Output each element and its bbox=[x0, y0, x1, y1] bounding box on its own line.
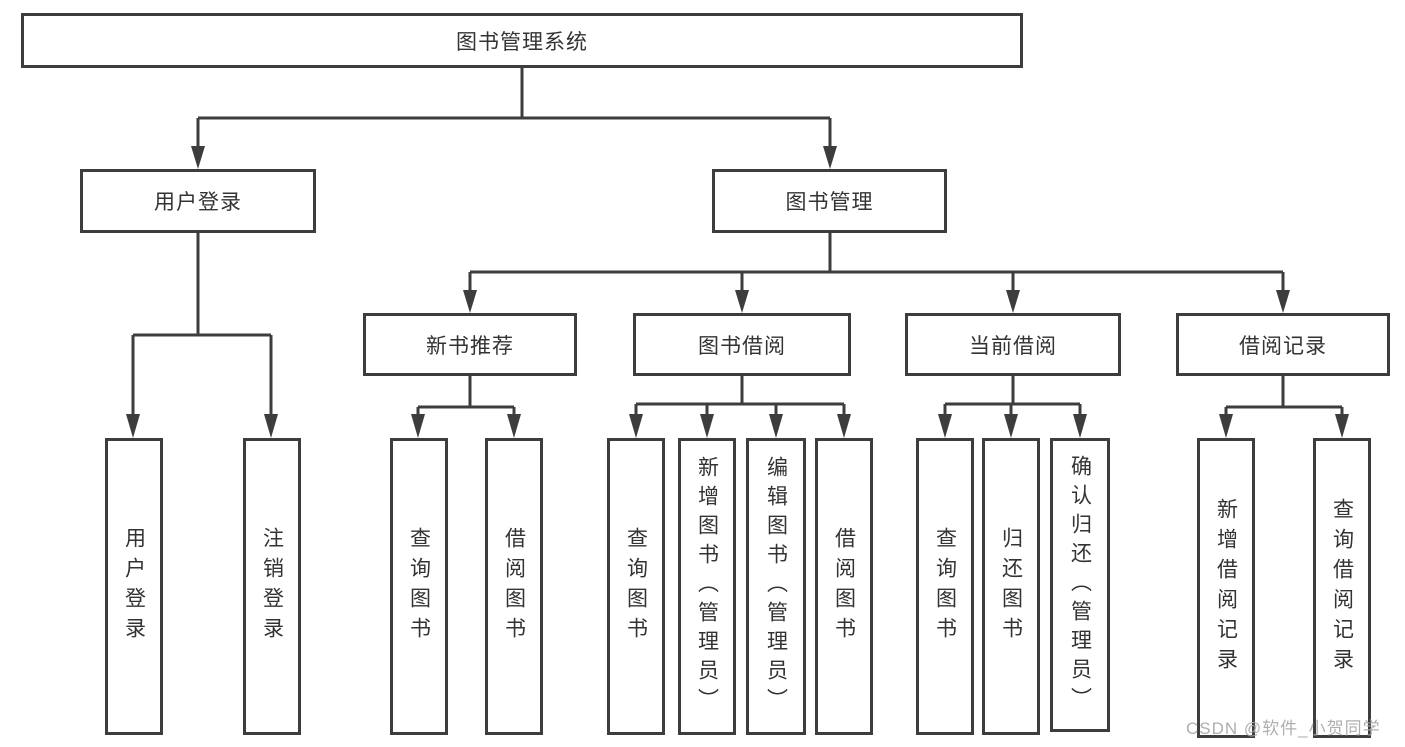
node-label: 图书借阅 bbox=[698, 334, 786, 358]
node-label: 归还图书 bbox=[999, 526, 1023, 647]
node-label: 编辑图书（管理员） bbox=[764, 456, 788, 717]
node-label: 查询图书 bbox=[933, 526, 957, 647]
node-label: 图书管理系统 bbox=[456, 30, 588, 54]
node-label: 查询图书 bbox=[407, 526, 431, 647]
leaf-add-books-admin: 新增图书（管理员） bbox=[678, 438, 736, 735]
connector-book-borrow bbox=[636, 376, 844, 406]
node-book-management: 图书管理 bbox=[712, 169, 947, 233]
connector-book-management bbox=[470, 233, 1283, 274]
node-new-book-recommend: 新书推荐 bbox=[363, 313, 577, 376]
node-label: 用户登录 bbox=[122, 526, 146, 647]
leaf-borrow-books: 借阅图书 bbox=[815, 438, 873, 735]
node-label: 查询图书 bbox=[624, 526, 648, 647]
node-label: 借阅图书 bbox=[502, 526, 526, 647]
node-book-borrow: 图书借阅 bbox=[633, 313, 851, 376]
leaf-edit-books-admin: 编辑图书（管理员） bbox=[746, 438, 806, 735]
node-label: 确认归还（管理员） bbox=[1068, 454, 1092, 716]
node-user-login: 用户登录 bbox=[80, 169, 316, 233]
connector-current-borrow bbox=[945, 376, 1080, 406]
leaf-query-books-recommend: 查询图书 bbox=[390, 438, 448, 735]
connector-new-books bbox=[418, 376, 514, 409]
node-label: 当前借阅 bbox=[969, 334, 1057, 358]
leaf-borrow-books-recommend: 借阅图书 bbox=[485, 438, 543, 735]
node-label: 注销登录 bbox=[260, 526, 284, 647]
node-current-borrow: 当前借阅 bbox=[905, 313, 1121, 376]
leaf-confirm-return-admin: 确认归还（管理员） bbox=[1050, 438, 1110, 732]
node-label: 借阅图书 bbox=[832, 526, 856, 647]
node-label: 查询借阅记录 bbox=[1330, 498, 1354, 678]
leaf-query-books-borrow: 查询图书 bbox=[607, 438, 665, 735]
node-label: 借阅记录 bbox=[1239, 334, 1327, 358]
node-label: 用户登录 bbox=[154, 191, 242, 214]
node-label: 图书管理 bbox=[785, 191, 874, 214]
leaf-user-login: 用户登录 bbox=[105, 438, 163, 735]
node-borrow-records: 借阅记录 bbox=[1176, 313, 1390, 376]
node-label: 新增借阅记录 bbox=[1214, 498, 1238, 678]
leaf-query-borrow-record: 查询借阅记录 bbox=[1313, 438, 1371, 738]
node-label: 新书推荐 bbox=[426, 334, 514, 358]
leaf-logout: 注销登录 bbox=[243, 438, 301, 735]
connector-root bbox=[198, 68, 830, 120]
leaf-add-borrow-record: 新增借阅记录 bbox=[1197, 438, 1255, 738]
leaf-query-books-current: 查询图书 bbox=[916, 438, 974, 735]
connector-borrow-records bbox=[1226, 376, 1342, 409]
arrowheads bbox=[126, 146, 1349, 438]
csdn-watermark: CSDN @软件_小贺同学 bbox=[1186, 719, 1381, 738]
connector-user-login bbox=[133, 233, 271, 337]
node-library-management-system: 图书管理系统 bbox=[21, 13, 1023, 68]
leaf-return-books: 归还图书 bbox=[982, 438, 1040, 735]
node-label: 新增图书（管理员） bbox=[695, 456, 719, 717]
